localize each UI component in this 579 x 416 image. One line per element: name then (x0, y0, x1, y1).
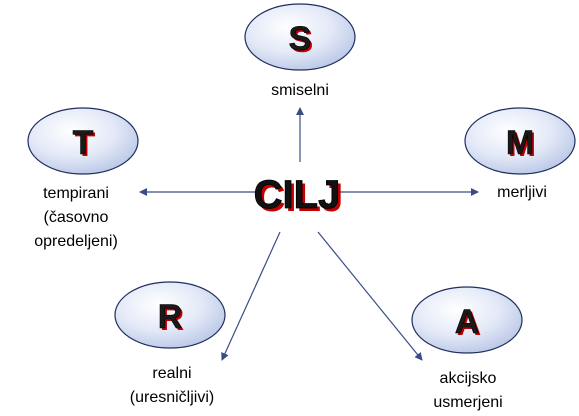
center-label: CILJ (254, 173, 341, 217)
bubble-m (464, 107, 576, 175)
label-t-line2: (časovno (44, 209, 109, 226)
letter-a-shadow: A (457, 305, 482, 343)
center-node: CILJ CILJ (253, 173, 344, 220)
label-s: smiselni (271, 82, 329, 99)
bubble-t (27, 107, 139, 175)
letter-t-shadow: T (75, 126, 96, 164)
bubble-r (114, 281, 226, 349)
node-t: T T tempirani (časovno opredeljeni) (27, 107, 139, 250)
arrow-to-r (221, 231, 281, 361)
arrow-to-a (317, 231, 423, 361)
letter-s: S (289, 20, 312, 58)
letter-m-shadow: M (508, 126, 536, 164)
letter-s-shadow: S (291, 22, 314, 60)
letter-a: A (455, 303, 480, 341)
label-r-line2: (uresničljivi) (130, 389, 214, 406)
letter-r: R (158, 298, 183, 336)
label-t-line1: tempirani (43, 185, 109, 202)
label-t-line3: opredeljeni) (34, 233, 118, 250)
bubble-a (411, 286, 523, 354)
letter-m: M (506, 124, 534, 162)
node-a: A A akcijsko usmerjeni (411, 286, 523, 411)
label-a-line1: akcijsko (440, 370, 497, 387)
node-s: S S smiselni (244, 3, 356, 99)
node-r: R R realni (uresničljivi) (114, 281, 226, 406)
node-m: M M merljivi (464, 107, 576, 201)
letter-r-shadow: R (160, 300, 185, 338)
bubble-s (244, 3, 356, 71)
label-m: merljivi (497, 184, 547, 201)
letter-t: T (73, 124, 94, 162)
label-a-line2: usmerjeni (433, 394, 502, 411)
label-r-line1: realni (152, 365, 191, 382)
center-label-shadow: CILJ (257, 176, 344, 220)
